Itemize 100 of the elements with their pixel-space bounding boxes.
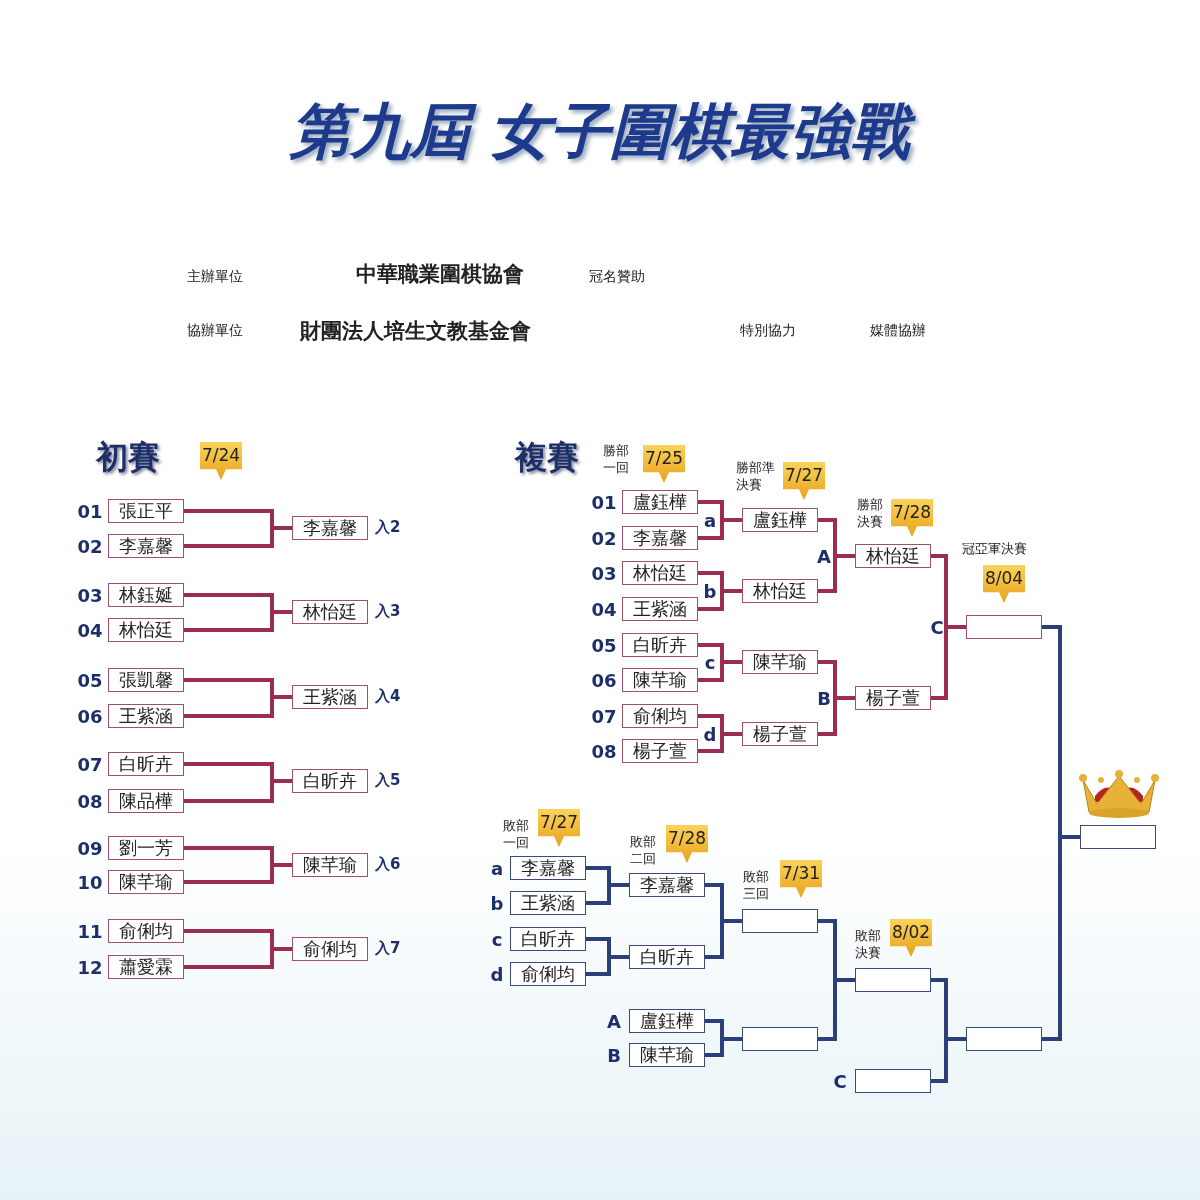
seed-number: 07 bbox=[591, 705, 617, 727]
seed-number: 06 bbox=[77, 705, 103, 727]
player-name-box: 白昕卉 bbox=[510, 927, 586, 951]
match-letter: C bbox=[930, 616, 944, 638]
match-letter: a bbox=[490, 857, 504, 879]
date-badge: 7/28 bbox=[891, 499, 933, 537]
seed-number: 02 bbox=[591, 527, 617, 549]
seed-number: 07 bbox=[77, 753, 103, 775]
bracket-line bbox=[184, 526, 292, 548]
date-badge: 7/24 bbox=[200, 442, 242, 480]
seed-number: 08 bbox=[591, 740, 617, 762]
bracket-line bbox=[698, 589, 742, 611]
title: 第九屆 女子圍棋最強戰 bbox=[0, 92, 1200, 173]
player-name-box: 李嘉馨 bbox=[108, 534, 184, 558]
match-letter: c bbox=[491, 928, 503, 950]
match-letter: b bbox=[703, 580, 717, 602]
round-label: 勝部一回 bbox=[603, 442, 630, 476]
match-letter: a bbox=[703, 509, 717, 531]
bracket-line bbox=[931, 1037, 966, 1083]
player-name-box: 林怡廷 bbox=[292, 600, 368, 624]
seed-number: 03 bbox=[591, 562, 617, 584]
round-label: 敗部一回 bbox=[503, 817, 530, 851]
seed-number: 04 bbox=[591, 598, 617, 620]
match-letter: c bbox=[704, 651, 716, 673]
seed-number: 05 bbox=[591, 634, 617, 656]
seed-number: 01 bbox=[77, 500, 103, 522]
empty-slot bbox=[855, 968, 931, 992]
seed-number: 06 bbox=[591, 669, 617, 691]
role-label: 協辦單位 bbox=[187, 322, 243, 340]
section-heading: 初賽 bbox=[96, 437, 160, 478]
bracket-line bbox=[705, 1037, 742, 1057]
player-name-box: 俞俐均 bbox=[292, 937, 368, 961]
player-name-box: 林怡廷 bbox=[855, 544, 931, 568]
player-name-box: 白昕卉 bbox=[629, 945, 705, 969]
player-name-box: 王紫涵 bbox=[510, 891, 586, 915]
player-name-box: 陳芊瑜 bbox=[622, 668, 698, 692]
match-letter: A bbox=[607, 1010, 621, 1032]
player-name-box: 盧鈺樺 bbox=[742, 508, 818, 532]
bracket-line bbox=[586, 883, 629, 905]
bracket-line bbox=[184, 695, 292, 718]
date-badge: 8/04 bbox=[983, 565, 1025, 603]
role-label: 特別協力 bbox=[740, 322, 796, 340]
player-name-box: 陳品樺 bbox=[108, 789, 184, 813]
player-name-box: 王紫涵 bbox=[108, 704, 184, 728]
player-name-box: 張凱馨 bbox=[108, 668, 184, 692]
seed-number: 04 bbox=[77, 619, 103, 641]
seed-number: 11 bbox=[77, 920, 103, 942]
bracket-line bbox=[818, 978, 855, 1041]
player-name-box: 楊子萱 bbox=[742, 722, 818, 746]
player-name-box: 白昕卉 bbox=[108, 752, 184, 776]
organizer-name: 財團法人培生文教基金會 bbox=[299, 318, 531, 345]
role-label: 冠名贊助 bbox=[589, 268, 645, 286]
date-badge: 7/27 bbox=[783, 462, 825, 500]
player-name-box: 陳芊瑜 bbox=[742, 650, 818, 674]
seed-number: 09 bbox=[77, 837, 103, 859]
bracket-line bbox=[1042, 835, 1080, 1041]
bracket-line bbox=[931, 625, 966, 700]
bracket-line bbox=[184, 947, 292, 969]
player-name-box: 楊子萱 bbox=[622, 739, 698, 763]
match-letter: b bbox=[490, 892, 504, 914]
seed-number: 02 bbox=[77, 535, 103, 557]
player-name-box: 盧鈺樺 bbox=[629, 1009, 705, 1033]
empty-slot bbox=[966, 615, 1042, 639]
bracket-line bbox=[818, 696, 855, 736]
role-label: 主辦單位 bbox=[187, 268, 243, 286]
player-name-box: 楊子萱 bbox=[855, 686, 931, 710]
organizer-name: 中華職業圍棋協會 bbox=[356, 261, 524, 288]
role-label: 媒體協辦 bbox=[870, 322, 926, 340]
seed-label: 入5 bbox=[375, 772, 401, 789]
player-name-box: 俞俐均 bbox=[622, 704, 698, 728]
round-label: 冠亞軍決賽 bbox=[962, 540, 1028, 557]
bracket-line bbox=[698, 660, 742, 682]
seed-number: 10 bbox=[77, 871, 103, 893]
date-badge: 8/02 bbox=[890, 919, 932, 957]
match-letter: A bbox=[817, 545, 831, 567]
player-name-box: 陳芊瑜 bbox=[629, 1043, 705, 1067]
player-name-box: 張正平 bbox=[108, 499, 184, 523]
player-name-box: 蕭愛霖 bbox=[108, 955, 184, 979]
seed-label: 入7 bbox=[375, 940, 401, 957]
round-label: 敗部決賽 bbox=[855, 927, 882, 961]
player-name-box: 俞俐均 bbox=[108, 919, 184, 943]
seed-number: 12 bbox=[77, 956, 103, 978]
player-name-box: 林怡廷 bbox=[622, 561, 698, 585]
player-name-box: 王紫涵 bbox=[622, 597, 698, 621]
match-letter: B bbox=[817, 687, 831, 709]
player-name-box: 陳芊瑜 bbox=[108, 870, 184, 894]
player-name-box: 俞俐均 bbox=[510, 962, 586, 986]
bracket-line bbox=[705, 919, 742, 959]
match-letter: B bbox=[607, 1044, 621, 1066]
player-name-box: 林怡廷 bbox=[108, 618, 184, 642]
player-name-box: 李嘉馨 bbox=[510, 856, 586, 880]
date-badge: 7/25 bbox=[643, 445, 685, 483]
player-name-box: 林鈺娫 bbox=[108, 583, 184, 607]
match-letter: d bbox=[703, 723, 717, 745]
match-letter: C bbox=[833, 1070, 847, 1092]
seed-label: 入4 bbox=[375, 688, 401, 705]
player-name-box: 劉一芳 bbox=[108, 836, 184, 860]
player-name-box: 李嘉馨 bbox=[629, 873, 705, 897]
bracket-line bbox=[184, 610, 292, 632]
empty-slot bbox=[1080, 825, 1156, 849]
